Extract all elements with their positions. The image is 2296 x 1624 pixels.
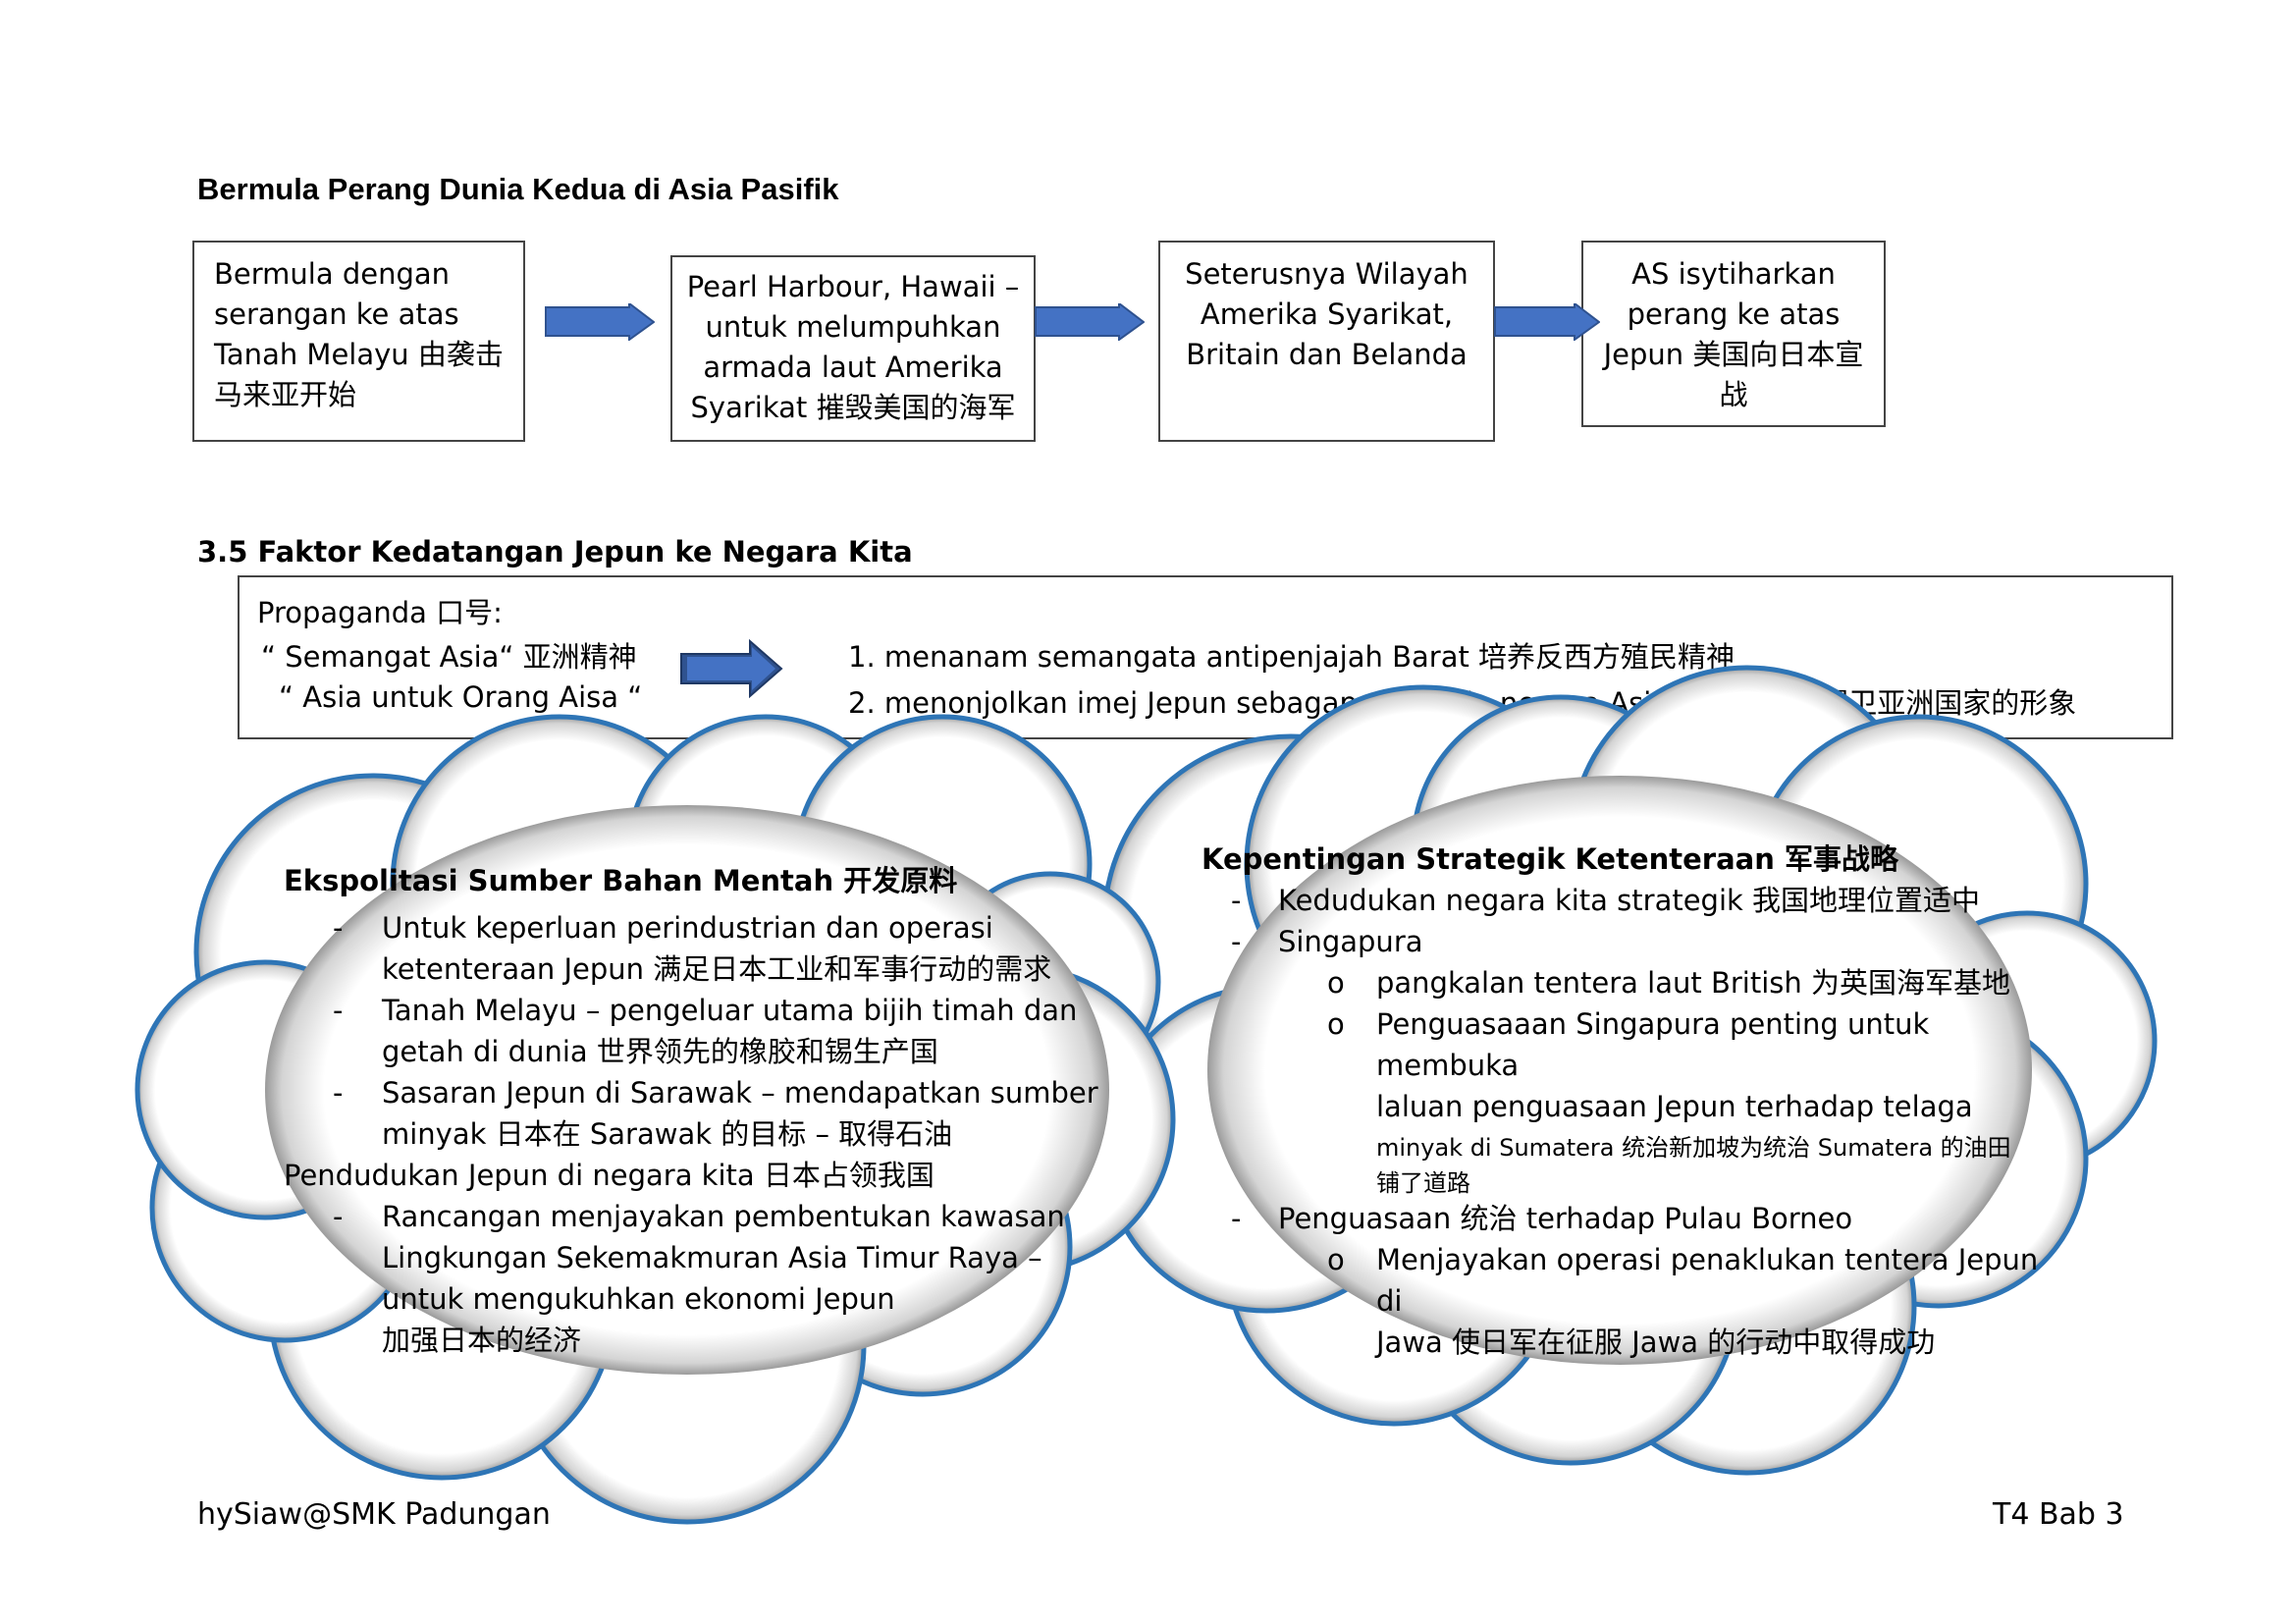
list-item: - Kedudukan negara kita strategik 我国地理位置…	[1201, 880, 2065, 921]
list-item-line: 加强日本的经济	[382, 1324, 582, 1357]
flow-box-4-line: 战	[1719, 378, 1748, 411]
flow-box-4: AS isytiharkan perang ke atas Jepun 美国向日…	[1581, 241, 1886, 427]
list-item: - Tanah Melayu – pengeluar utama bijih t…	[284, 990, 1098, 1072]
right-arrow-icon	[545, 303, 655, 341]
list-item: - Rancangan menjayakan pembentukan kawas…	[284, 1196, 1098, 1361]
list-item-line: Penguasaaan Singapura penting untuk memb…	[1376, 1007, 1930, 1082]
cloud-left-items: - Untuk keperluan perindustrian dan oper…	[284, 907, 1098, 1361]
page-heading: Bermula Perang Dunia Kedua di Asia Pasif…	[197, 172, 839, 206]
list-item-line: Singapura	[1278, 925, 1423, 958]
flow-box-1: Bermula dengan serangan ke atas Tanah Me…	[192, 241, 525, 442]
list-item-line: Rancangan menjayakan pembentukan kawasan	[382, 1200, 1065, 1233]
list-item-line: Penguasaan 统治 terhadap Pulau Borneo	[1278, 1202, 1853, 1235]
list-item: o pangkalan tentera laut British 为英国海军基地	[1201, 962, 2065, 1003]
list-item-line: ketenteraan Jepun 满足日本工业和军事行动的需求	[382, 952, 1052, 986]
cloud-left	[134, 714, 1176, 1525]
dash-bullet: -	[1231, 925, 1242, 958]
flow-box-3-line: Amerika Syarikat,	[1200, 298, 1454, 331]
list-item-line: Sasaran Jepun di Sarawak – mendapatkan s…	[382, 1076, 1098, 1110]
list-item-line: minyak 日本在 Sarawak 的目标 – 取得石油	[382, 1117, 953, 1151]
circle-bullet: o	[1327, 966, 1345, 1000]
flow-box-2-line: armada laut Amerika	[703, 351, 1003, 384]
flow-box-2-line: Pearl Harbour, Hawaii –	[686, 270, 1020, 303]
list-item-line: pangkalan tentera laut British 为英国海军基地	[1376, 966, 2010, 1000]
cloud-left-content: Ekspolitasi Sumber Bahan Mentah 开发原料	[284, 860, 1089, 905]
cloud-left-subtitle: Pendudukan Jepun di negara kita 日本占领我国	[284, 1159, 934, 1192]
list-item-line: Lingkungan Sekemakmuran Asia Timur Raya …	[382, 1241, 1042, 1274]
section-title: 3.5 Faktor Kedatangan Jepun ke Negara Ki…	[197, 535, 913, 568]
flow-box-1-line: 马来亚开始	[214, 378, 357, 411]
slogan-1: “ Semangat Asia“ 亚洲精神	[261, 640, 637, 674]
list-item: - Sasaran Jepun di Sarawak – mendapatkan…	[284, 1072, 1098, 1155]
list-item-line: Kedudukan negara kita strategik 我国地理位置适中	[1278, 884, 1981, 917]
footer-chapter: T4 Bab 3	[1993, 1497, 2124, 1532]
list-item: - Penguasaan 统治 terhadap Pulau Borneo	[1201, 1198, 2065, 1239]
list-item-line: minyak di Sumatera 统治新加坡为统治 Sumatera 的油田	[1376, 1134, 2011, 1162]
right-arrow-icon	[1035, 303, 1145, 341]
propaganda-label: Propaganda 口号:	[257, 596, 503, 629]
cloud-right-content: Kepentingan Strategik Ketenteraan 军事战略 -…	[1201, 839, 2065, 1363]
cloud-right	[1101, 665, 2158, 1476]
footer-author: hySiaw@SMK Padungan	[197, 1497, 551, 1532]
propaganda-point-1: 1. menanam semangata antipenjajah Barat …	[848, 640, 1735, 674]
list-item-line: Menjayakan operasi penaklukan tentera Je…	[1376, 1243, 2039, 1318]
list-item-line: untuk mengukuhkan ekonomi Jepun	[382, 1282, 895, 1316]
list-item-line: 铺了道路	[1376, 1169, 1470, 1197]
propaganda-box	[238, 575, 2173, 739]
right-arrow-icon	[1494, 303, 1600, 341]
dash-bullet: -	[1231, 1202, 1242, 1235]
slogan-2: “ Asia untuk Orang Aisa “	[279, 680, 643, 714]
dash-bullet: -	[333, 1076, 344, 1110]
flow-box-4-line: perang ke atas	[1627, 298, 1841, 331]
flow-box-2-line: Syarikat 摧毁美国的海军	[690, 391, 1016, 424]
flow-box-3-line: Britain dan Belanda	[1186, 338, 1468, 371]
flow-box-4-line: AS isytiharkan	[1631, 257, 1836, 291]
circle-bullet: o	[1327, 1007, 1345, 1041]
flow-box-1-line: Tanah Melayu 由袭击	[214, 338, 504, 371]
flow-box-4-line: Jepun 美国向日本宣	[1603, 338, 1864, 371]
flow-box-3-line: Seterusnya Wilayah	[1185, 257, 1468, 291]
dash-bullet: -	[333, 911, 344, 945]
dash-bullet: -	[333, 994, 344, 1027]
list-item-line: Jawa 使日军在征服 Jawa 的行动中取得成功	[1376, 1326, 1936, 1359]
list-item: o Penguasaaan Singapura penting untuk me…	[1201, 1003, 2065, 1198]
list-item-line: Untuk keperluan perindustrian dan operas…	[382, 911, 993, 945]
cloud-left-title: Ekspolitasi Sumber Bahan Mentah 开发原料	[284, 864, 958, 897]
list-item-line: getah di dunia 世界领先的橡胶和锡生产国	[382, 1035, 938, 1068]
flow-box-2-line: untuk melumpuhkan	[705, 310, 1001, 344]
dash-bullet: -	[333, 1200, 344, 1233]
list-item: - Untuk keperluan perindustrian dan oper…	[284, 907, 1098, 990]
flow-box-3: Seterusnya Wilayah Amerika Syarikat, Bri…	[1158, 241, 1495, 442]
flow-box-1-line: serangan ke atas	[214, 298, 459, 331]
list-item-line: laluan penguasaan Jepun terhadap telaga	[1376, 1090, 1973, 1123]
list-item: - Singapura	[1201, 921, 2065, 962]
circle-bullet: o	[1327, 1243, 1345, 1276]
list-item-line: Tanah Melayu – pengeluar utama bijih tim…	[382, 994, 1078, 1027]
list-item: o Menjayakan operasi penaklukan tentera …	[1201, 1239, 2065, 1363]
cloud-right-title: Kepentingan Strategik Ketenteraan 军事战略	[1201, 842, 1898, 876]
dash-bullet: -	[1231, 884, 1242, 917]
right-arrow-icon	[680, 639, 783, 698]
flow-box-1-line: Bermula dengan	[214, 257, 451, 291]
flow-box-2: Pearl Harbour, Hawaii – untuk melumpuhka…	[670, 255, 1036, 442]
